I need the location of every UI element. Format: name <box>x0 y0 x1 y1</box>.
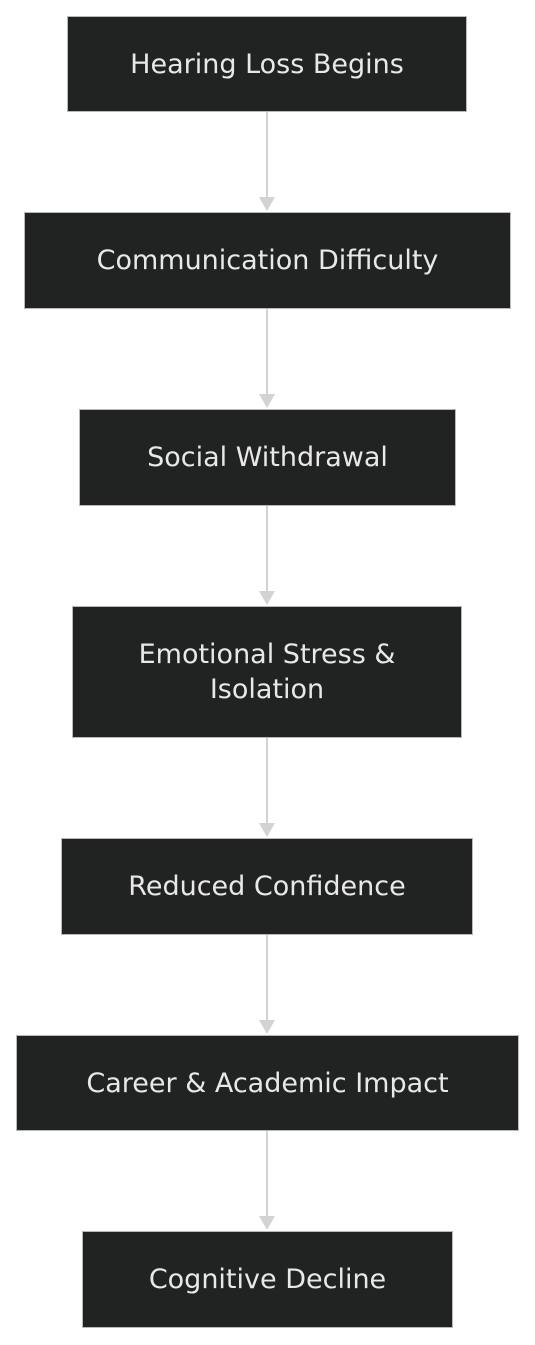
node-label: Cognitive Decline <box>148 1264 387 1295</box>
node-career-academic-impact: Career & Academic Impact <box>16 1035 519 1131</box>
node-cognitive-decline: Cognitive Decline <box>82 1231 453 1328</box>
node-label: Communication Difficulty <box>96 245 439 276</box>
node-label: Reduced Confidence <box>128 871 406 902</box>
edge-arrowhead-1 <box>259 197 275 211</box>
node-label: Hearing Loss Begins <box>130 48 404 80</box>
edge-arrowhead-4 <box>259 823 275 837</box>
node-emotional-stress-isolation: Emotional Stress & Isolation <box>72 606 462 738</box>
node-label: Emotional Stress & Isolation <box>138 639 396 705</box>
node-social-withdrawal: Social Withdrawal <box>79 409 456 506</box>
node-reduced-confidence: Reduced Confidence <box>61 838 473 935</box>
node-label: Career & Academic Impact <box>86 1067 449 1099</box>
edge-arrowhead-6 <box>259 1216 275 1230</box>
edge-arrowhead-2 <box>259 394 275 408</box>
node-label: Social Withdrawal <box>147 442 388 473</box>
node-hearing-loss-begins: Hearing Loss Begins <box>67 16 467 112</box>
edge-arrowhead-3 <box>259 591 275 605</box>
node-communication-difficulty: Communication Difficulty <box>24 212 511 309</box>
edge-arrowhead-5 <box>259 1020 275 1034</box>
